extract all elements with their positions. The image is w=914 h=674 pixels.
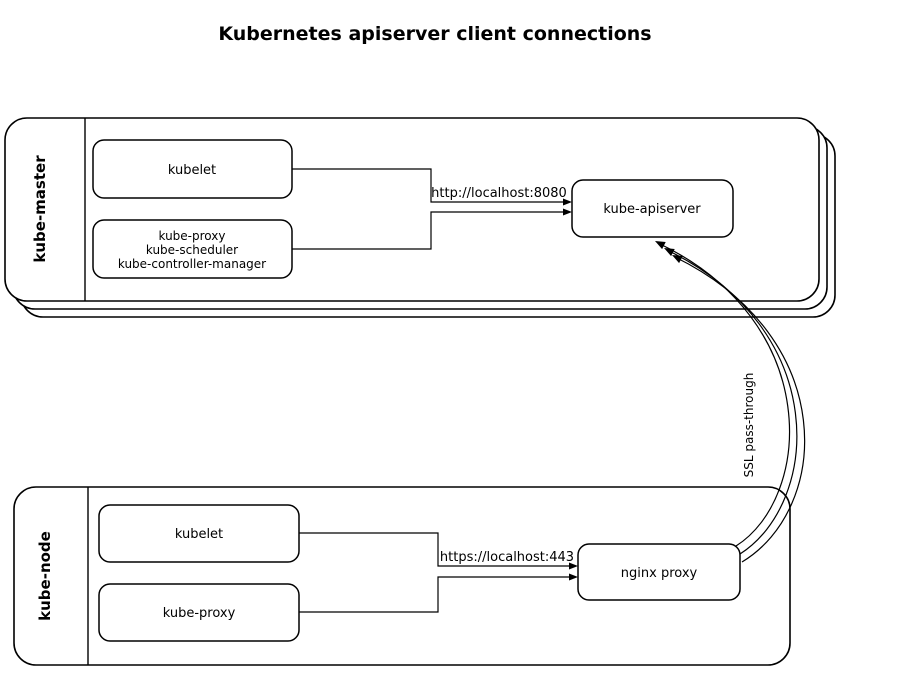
master-services-line-3: kube-controller-manager bbox=[118, 257, 266, 271]
edge-node-kubeproxy-to-nginx bbox=[299, 576, 569, 613]
https-connection-label: https://localhost:443 bbox=[440, 550, 574, 565]
arrowhead-icon bbox=[569, 562, 578, 570]
arrowhead-icon bbox=[664, 248, 675, 257]
kube-master-label: kube-master bbox=[31, 155, 49, 263]
master-services-line-2: kube-scheduler bbox=[146, 243, 238, 257]
node-kube-proxy-label: kube-proxy bbox=[163, 606, 236, 621]
nginx-proxy-label: nginx proxy bbox=[621, 566, 698, 581]
arrowhead-icon bbox=[563, 198, 572, 206]
arrowhead-icon bbox=[672, 255, 683, 264]
page-title: Kubernetes apiserver client connections bbox=[218, 23, 651, 45]
arrowhead-icon bbox=[655, 241, 666, 250]
arrowhead-icon bbox=[672, 255, 683, 264]
arrowhead-icon bbox=[563, 198, 572, 206]
arrowhead-icon bbox=[569, 562, 578, 570]
edge-ssl-3 bbox=[674, 256, 806, 563]
kube-master-group: kube-master kubelet kube-proxy kube-sche… bbox=[4, 117, 836, 318]
arrowhead-icon bbox=[563, 208, 572, 216]
master-kubelet-label: kubelet bbox=[168, 163, 216, 178]
kube-node-label: kube-node bbox=[36, 531, 54, 621]
node-kubelet-label: kubelet bbox=[175, 527, 223, 542]
edge-master-services-to-apiserver bbox=[292, 211, 563, 250]
kube-node-group: kube-node kubelet kube-proxy nginx proxy… bbox=[13, 486, 791, 666]
master-services-line-1: kube-proxy bbox=[159, 229, 226, 243]
arrowhead-icon bbox=[664, 248, 675, 257]
arrowhead-icon bbox=[655, 241, 666, 250]
kube-apiserver-box bbox=[571, 179, 734, 238]
edge-master-kubelet-to-apiserver bbox=[292, 168, 563, 203]
arrowhead-icon bbox=[569, 573, 578, 581]
ssl-pass-through-label: SSL pass-through bbox=[742, 373, 756, 478]
nginx-proxy-box bbox=[577, 543, 741, 601]
arrowhead-icon bbox=[569, 573, 578, 581]
http-connection-label: http://localhost:8080 bbox=[431, 186, 567, 201]
edge-node-kubelet-to-nginx bbox=[299, 532, 569, 567]
kube-apiserver-label: kube-apiserver bbox=[603, 202, 701, 217]
arrowhead-icon bbox=[563, 208, 572, 216]
ssl-pass-through-edges: SSL pass-through bbox=[655, 241, 806, 563]
